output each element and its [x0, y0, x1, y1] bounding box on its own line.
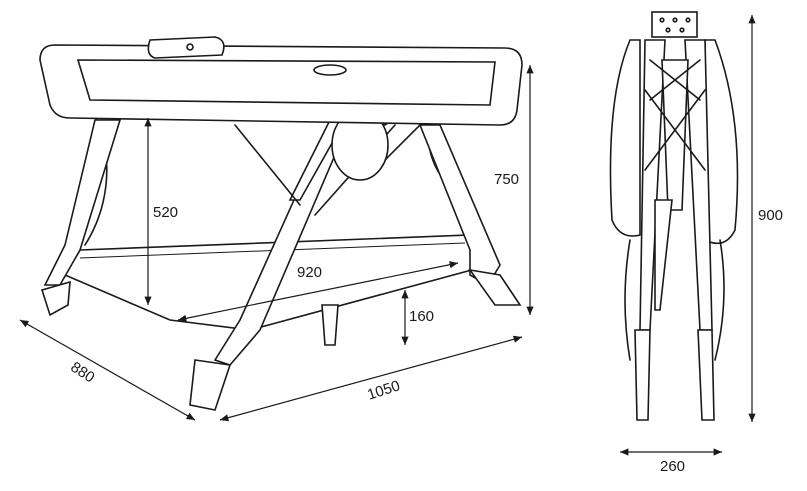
dim-880-line: [19, 319, 196, 421]
folded-right-panel: [704, 39, 739, 245]
folded-left-panel: [609, 39, 641, 237]
folded-leg-left: [634, 329, 651, 421]
top-frame-inner: [76, 59, 496, 106]
dim-920-label: 920: [297, 264, 323, 281]
unfolded-playpen: [39, 36, 523, 411]
dim-750-label: 750: [494, 171, 520, 188]
center-foot: [321, 304, 339, 346]
foot-front-right: [189, 359, 232, 411]
foot-back-left: [40, 280, 71, 317]
dim-900-label: 900: [758, 207, 784, 224]
folded-top-hinge: [651, 11, 698, 38]
dim-920-line: [177, 261, 459, 322]
folded-playpen: [609, 11, 739, 421]
dim-520-label: 520: [153, 204, 179, 221]
dim-160-label: 160: [409, 308, 435, 325]
dim-260-label: 260: [660, 458, 686, 475]
dim-1050-line: [219, 335, 523, 422]
foot-back-right: [468, 268, 522, 306]
folded-leg-right: [697, 329, 715, 421]
top-handle: [147, 36, 225, 59]
